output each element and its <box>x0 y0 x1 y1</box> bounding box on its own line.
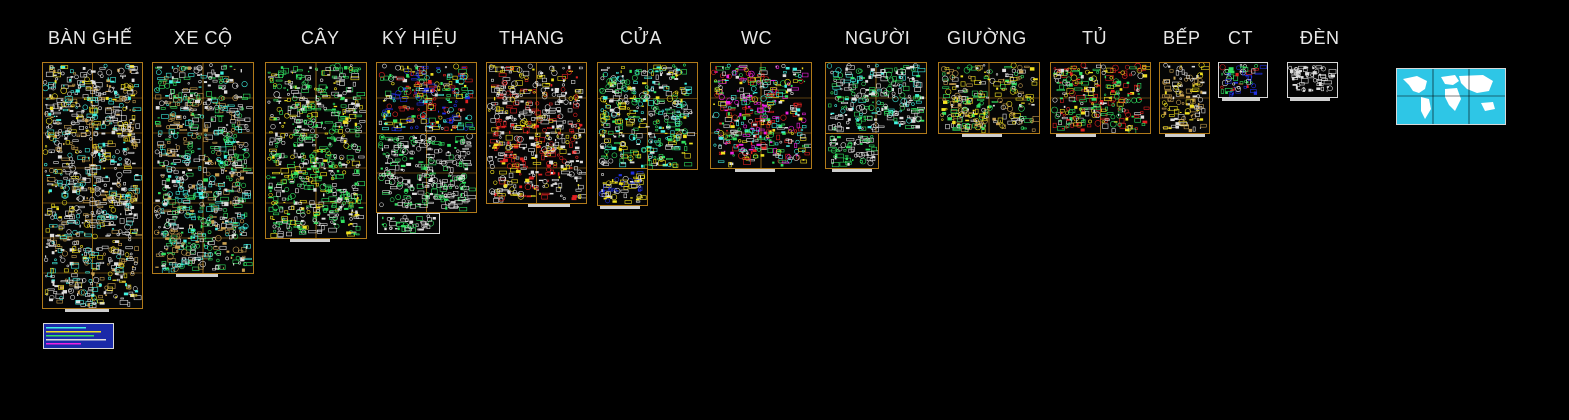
cad-block-thumbnail <box>1219 63 1267 97</box>
sheet-xe-co[interactable] <box>152 62 254 274</box>
cad-block-thumbnail <box>381 214 436 233</box>
category-label-cay[interactable]: CÂY <box>301 28 340 48</box>
sheet-caption-giuong <box>962 134 1002 137</box>
category-label-xe-co[interactable]: XE CỘ <box>174 28 233 48</box>
category-label-nguoi[interactable]: NGƯỜI <box>845 28 911 48</box>
cad-block-thumbnail <box>598 171 647 204</box>
sheet-caption-ban-ghe <box>65 309 109 312</box>
sheet-thang[interactable] <box>486 62 587 204</box>
sheet-caption-thang <box>528 204 570 207</box>
cad-block-thumbnail <box>828 135 878 168</box>
sheet-caption-cay <box>290 239 330 242</box>
sheet-ky-hieu-c[interactable] <box>377 213 440 234</box>
sheet-caption-xe-co <box>176 274 218 277</box>
cad-block-thumbnail <box>266 63 366 238</box>
cad-block-thumbnail <box>598 63 697 169</box>
sheet-caption-bep <box>1165 134 1205 137</box>
category-label-tu[interactable]: TỦ <box>1082 28 1107 48</box>
sheet-ct[interactable] <box>1218 62 1268 98</box>
sheet-caption-wc <box>735 169 775 172</box>
sheet-cua-b[interactable] <box>597 168 648 206</box>
cad-block-thumbnail <box>1288 65 1337 92</box>
cad-block-thumbnail <box>826 63 926 133</box>
cad-block-thumbnail <box>153 63 253 273</box>
sheet-caption-nguoi <box>832 169 872 172</box>
sheet-cua-a[interactable] <box>597 62 698 170</box>
category-label-cua[interactable]: CỬA <box>620 28 662 48</box>
category-label-wc[interactable]: WC <box>741 28 772 48</box>
category-label-thang[interactable]: THANG <box>499 28 565 48</box>
world-map-icon[interactable] <box>1396 68 1506 125</box>
cad-block-thumbnail <box>939 63 1039 133</box>
sheet-nguoi-a[interactable] <box>825 62 927 134</box>
category-label-ct[interactable]: CT <box>1228 28 1253 48</box>
sheet-caption-ct <box>1222 98 1260 101</box>
legend-block-icon[interactable] <box>43 323 114 349</box>
cad-block-thumbnail <box>487 63 586 203</box>
cad-block-thumbnail <box>377 63 476 133</box>
sheet-wc[interactable] <box>710 62 812 169</box>
sheet-caption-den <box>1290 98 1330 101</box>
category-label-bep[interactable]: BẾP <box>1163 28 1201 48</box>
sheet-caption-cua <box>600 206 640 209</box>
category-label-ban-ghe[interactable]: BÀN GHẾ <box>48 28 133 48</box>
category-label-giuong[interactable]: GIƯỜNG <box>947 28 1027 48</box>
cad-block-thumbnail <box>711 63 811 168</box>
sheet-ky-hieu-a[interactable] <box>376 62 477 134</box>
sheet-nguoi-b[interactable] <box>825 133 879 169</box>
sheet-ky-hieu-b[interactable] <box>376 133 477 213</box>
sheet-cay[interactable] <box>265 62 367 239</box>
sheet-ban-ghe[interactable] <box>42 62 143 309</box>
sheet-bep[interactable] <box>1159 62 1210 134</box>
sheet-caption-tu <box>1056 134 1096 137</box>
cad-block-thumbnail <box>377 134 476 212</box>
category-label-ky-hieu[interactable]: KÝ HIỆU <box>382 28 458 48</box>
cad-block-thumbnail <box>1051 63 1150 133</box>
category-label-den[interactable]: ĐÈN <box>1300 28 1340 48</box>
sheet-tu[interactable] <box>1050 62 1151 134</box>
sheet-den[interactable] <box>1287 62 1338 98</box>
sheet-giuong[interactable] <box>938 62 1040 134</box>
cad-block-thumbnail <box>43 63 142 308</box>
cad-block-thumbnail <box>1160 63 1209 133</box>
